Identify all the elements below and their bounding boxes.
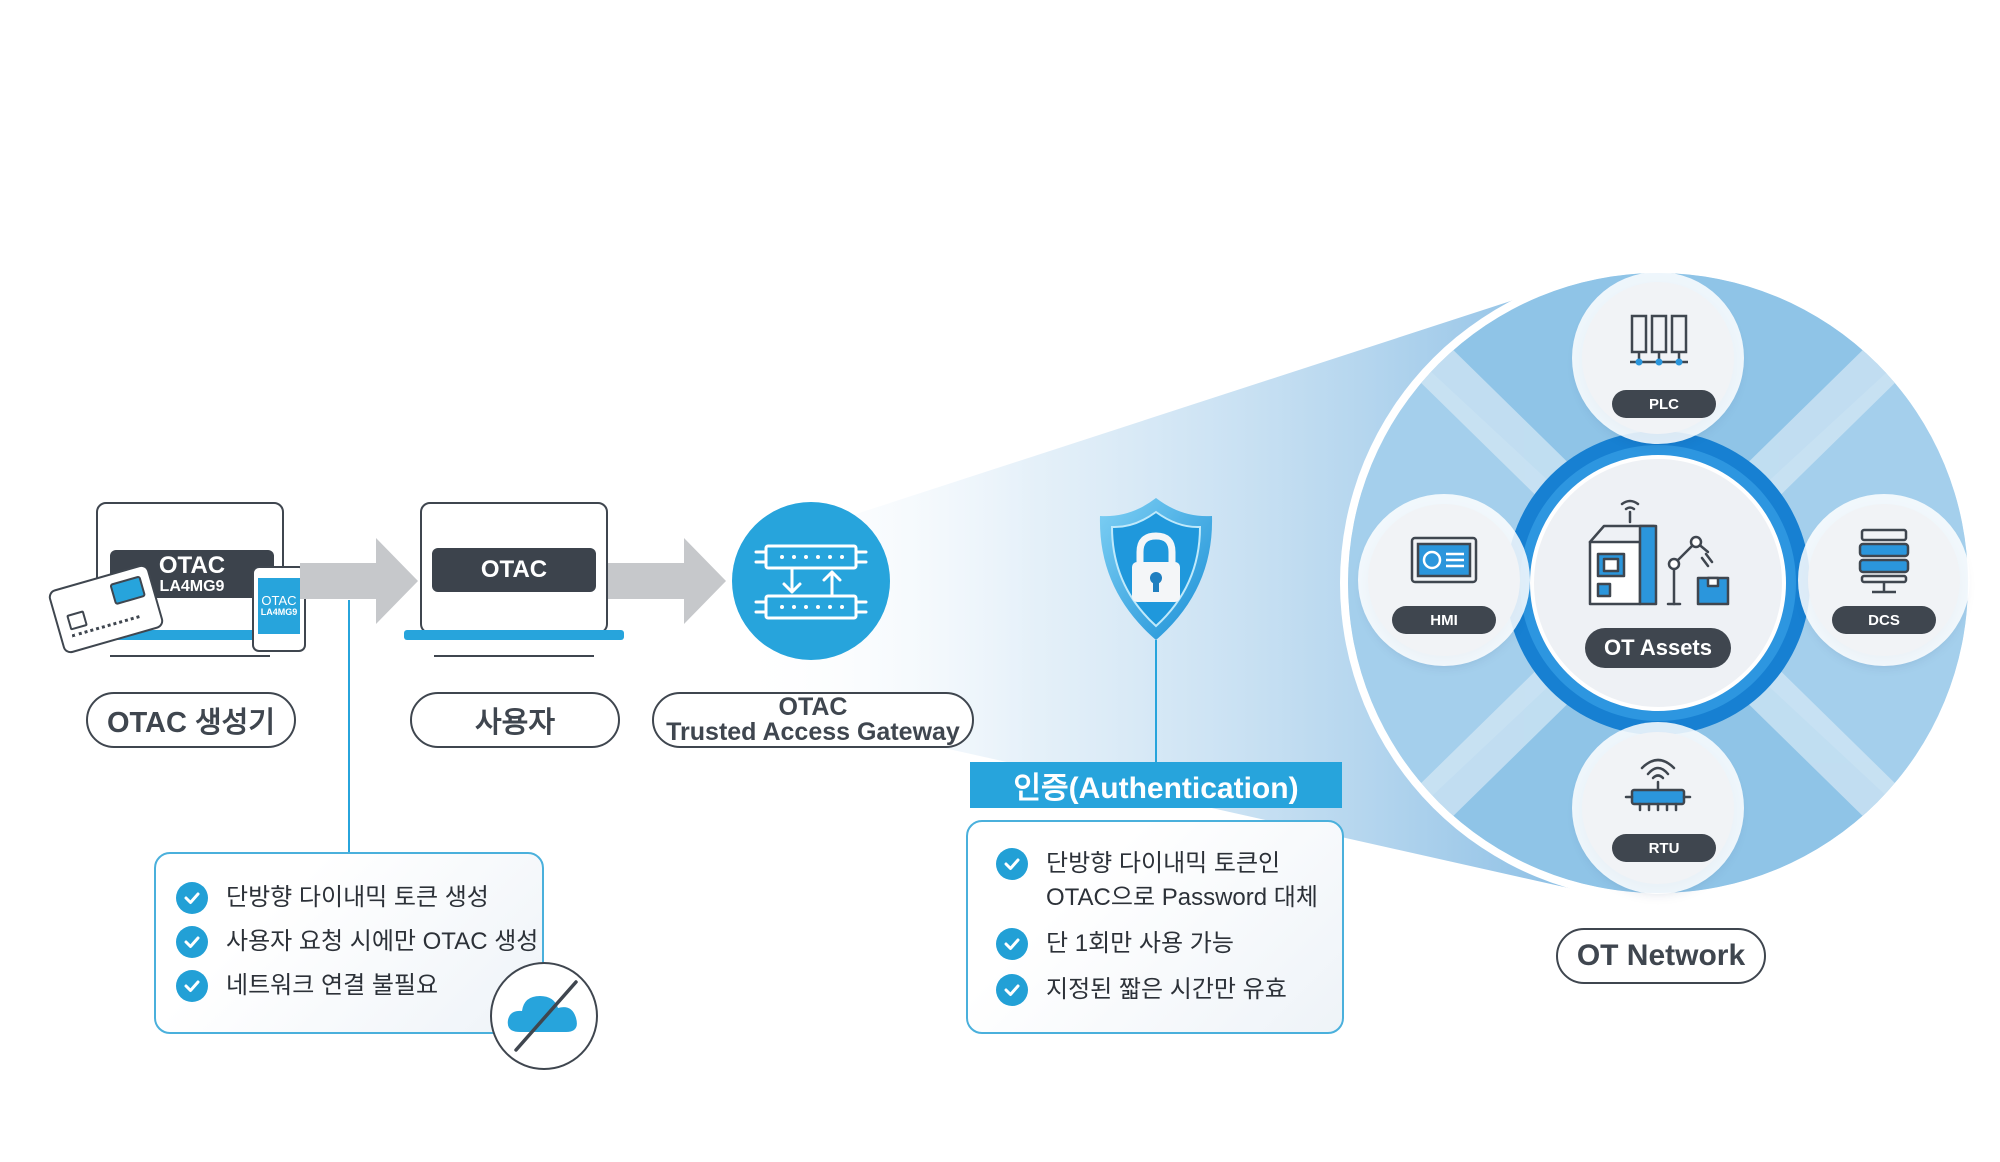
arrow-user-to-gateway [608,538,726,624]
gateway-icon [732,502,890,660]
auth-feature-3: 지정된 짧은 시간만 유효 [996,974,1287,1007]
generator-feature-2: 사용자 요청 시에만 OTAC 생성 [176,926,538,959]
dcs-icon [1858,528,1910,594]
gateway-label-line2: Trusted Access Gateway [666,718,960,746]
generator-laptop-screen-text: OTAC [158,551,226,579]
generator-features-box [154,852,544,1034]
shield-lock-icon [1099,498,1213,640]
auth-feature-2: 단 1회만 사용 가능 [996,928,1234,961]
shield-connector-line [1155,640,1157,762]
authentication-features-box [966,820,1344,1034]
generator-label: OTAC 생성기 [86,692,296,748]
auth-feature-text: 지정된 짧은 시간만 유효 [1046,976,1287,1003]
gateway-label-line1: OTAC [778,693,848,721]
hmi-icon [1410,536,1478,584]
ot-network-label: OT Network [1556,928,1766,984]
user-base-line [434,655,594,657]
gateway-exchange-icon [754,544,868,620]
rtu-icon [1624,758,1692,812]
plc-icon [1630,314,1688,366]
user-laptop-base [404,630,624,640]
check-icon [176,970,208,1002]
plc-tag: PLC [1612,390,1716,418]
generator-connector-line [348,600,350,852]
ot-assets-tag: OT Assets [1585,628,1731,668]
generator-feature-3: 네트워크 연결 불필요 [176,970,438,1003]
check-icon [176,926,208,958]
arrow-generator-to-user [300,538,418,624]
hmi-label: HMI [1430,611,1458,629]
user-label-text: 사용자 [474,707,556,739]
ot-assets-text: OT Assets [1603,635,1712,660]
phone-screen-text: OTAC [261,593,297,609]
auth-feature-1: 단방향 다이내믹 토큰인 OTAC으로 Password 대체 [996,848,1318,915]
auth-feature-text: 단방향 다이내믹 토큰인 OTAC으로 Password 대체 [1046,850,1318,911]
phone-icon: OTAC LA4MG9 [252,566,306,652]
gateway-label: OTAC Trusted Access Gateway [652,692,974,748]
no-cloud-icon [490,962,598,1070]
dcs-tag: DCS [1832,606,1936,634]
generator-label-text: OTAC 생성기 [106,707,276,739]
user-laptop-screen-text: OTAC [480,556,548,583]
factory-icon [1588,499,1730,606]
dcs-label: DCS [1868,611,1900,629]
user-laptop: OTAC [420,502,610,638]
phone-code: LA4MG9 [260,607,298,618]
check-icon [176,882,208,914]
rtu-tag: RTU [1612,834,1716,862]
generator-base-line [110,655,270,657]
generator-feature-1: 단방향 다이내믹 토큰 생성 [176,882,489,915]
check-icon [996,974,1028,1006]
generator-feature-text: 네트워크 연결 불필요 [226,972,439,999]
auth-feature-text: 단 1회만 사용 가능 [1046,930,1234,957]
ot-network-label-text: OT Network [1576,939,1746,972]
rtu-label: RTU [1648,839,1680,857]
generator-laptop-code: LA4MG9 [159,577,225,595]
user-label: 사용자 [410,692,620,748]
check-icon [996,928,1028,960]
generator-feature-text: 단방향 다이내믹 토큰 생성 [226,884,489,911]
check-icon [996,848,1028,880]
hmi-tag: HMI [1392,606,1496,634]
authentication-title: 인증(Authentication) [970,762,1342,808]
plc-label: PLC [1649,395,1679,413]
generator-laptop-base [86,630,306,640]
generator-feature-text: 사용자 요청 시에만 OTAC 생성 [226,928,539,955]
authentication-title-text: 인증(Authentication) [1013,772,1299,805]
